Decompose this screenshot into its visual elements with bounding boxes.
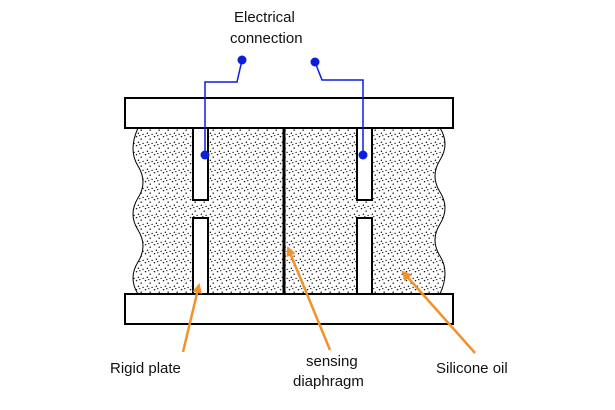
right-wavy-edge: [434, 127, 446, 295]
silicone-oil-label: Silicone oil: [436, 360, 508, 377]
sensing-diaphragm-label-line2: diaphragm: [293, 373, 364, 390]
rigid-plate-label: Rigid plate: [110, 360, 181, 377]
rigid-plate-arrow: [181, 283, 203, 353]
electrical-connection-label-line2: connection: [230, 30, 303, 47]
wire-terminals: [200, 55, 368, 160]
right-terminal-dot: [310, 57, 320, 67]
silicone-oil-arrow: [401, 270, 476, 354]
sensing-diaphragm-label-line1: sensing: [306, 353, 358, 370]
right-electrode-lower: [356, 217, 373, 295]
right-electrode-upper: [356, 127, 373, 201]
bottom-plate: [124, 293, 454, 325]
silicone-oil-fill: [133, 128, 445, 294]
electrical-connection-label-line1: Electrical: [234, 9, 295, 26]
diaphragm-arrow: [286, 246, 332, 351]
left-electrode-dot: [200, 150, 210, 160]
left-wire: [204, 59, 243, 155]
left-electrode-lower: [192, 217, 209, 295]
pointer-arrows: [181, 246, 476, 354]
right-wire: [314, 61, 364, 155]
left-terminal-dot: [237, 55, 247, 65]
electrical-wires: [204, 59, 364, 155]
top-plate: [124, 97, 454, 129]
left-wavy-edge: [132, 127, 144, 295]
right-electrode-dot: [358, 150, 368, 160]
